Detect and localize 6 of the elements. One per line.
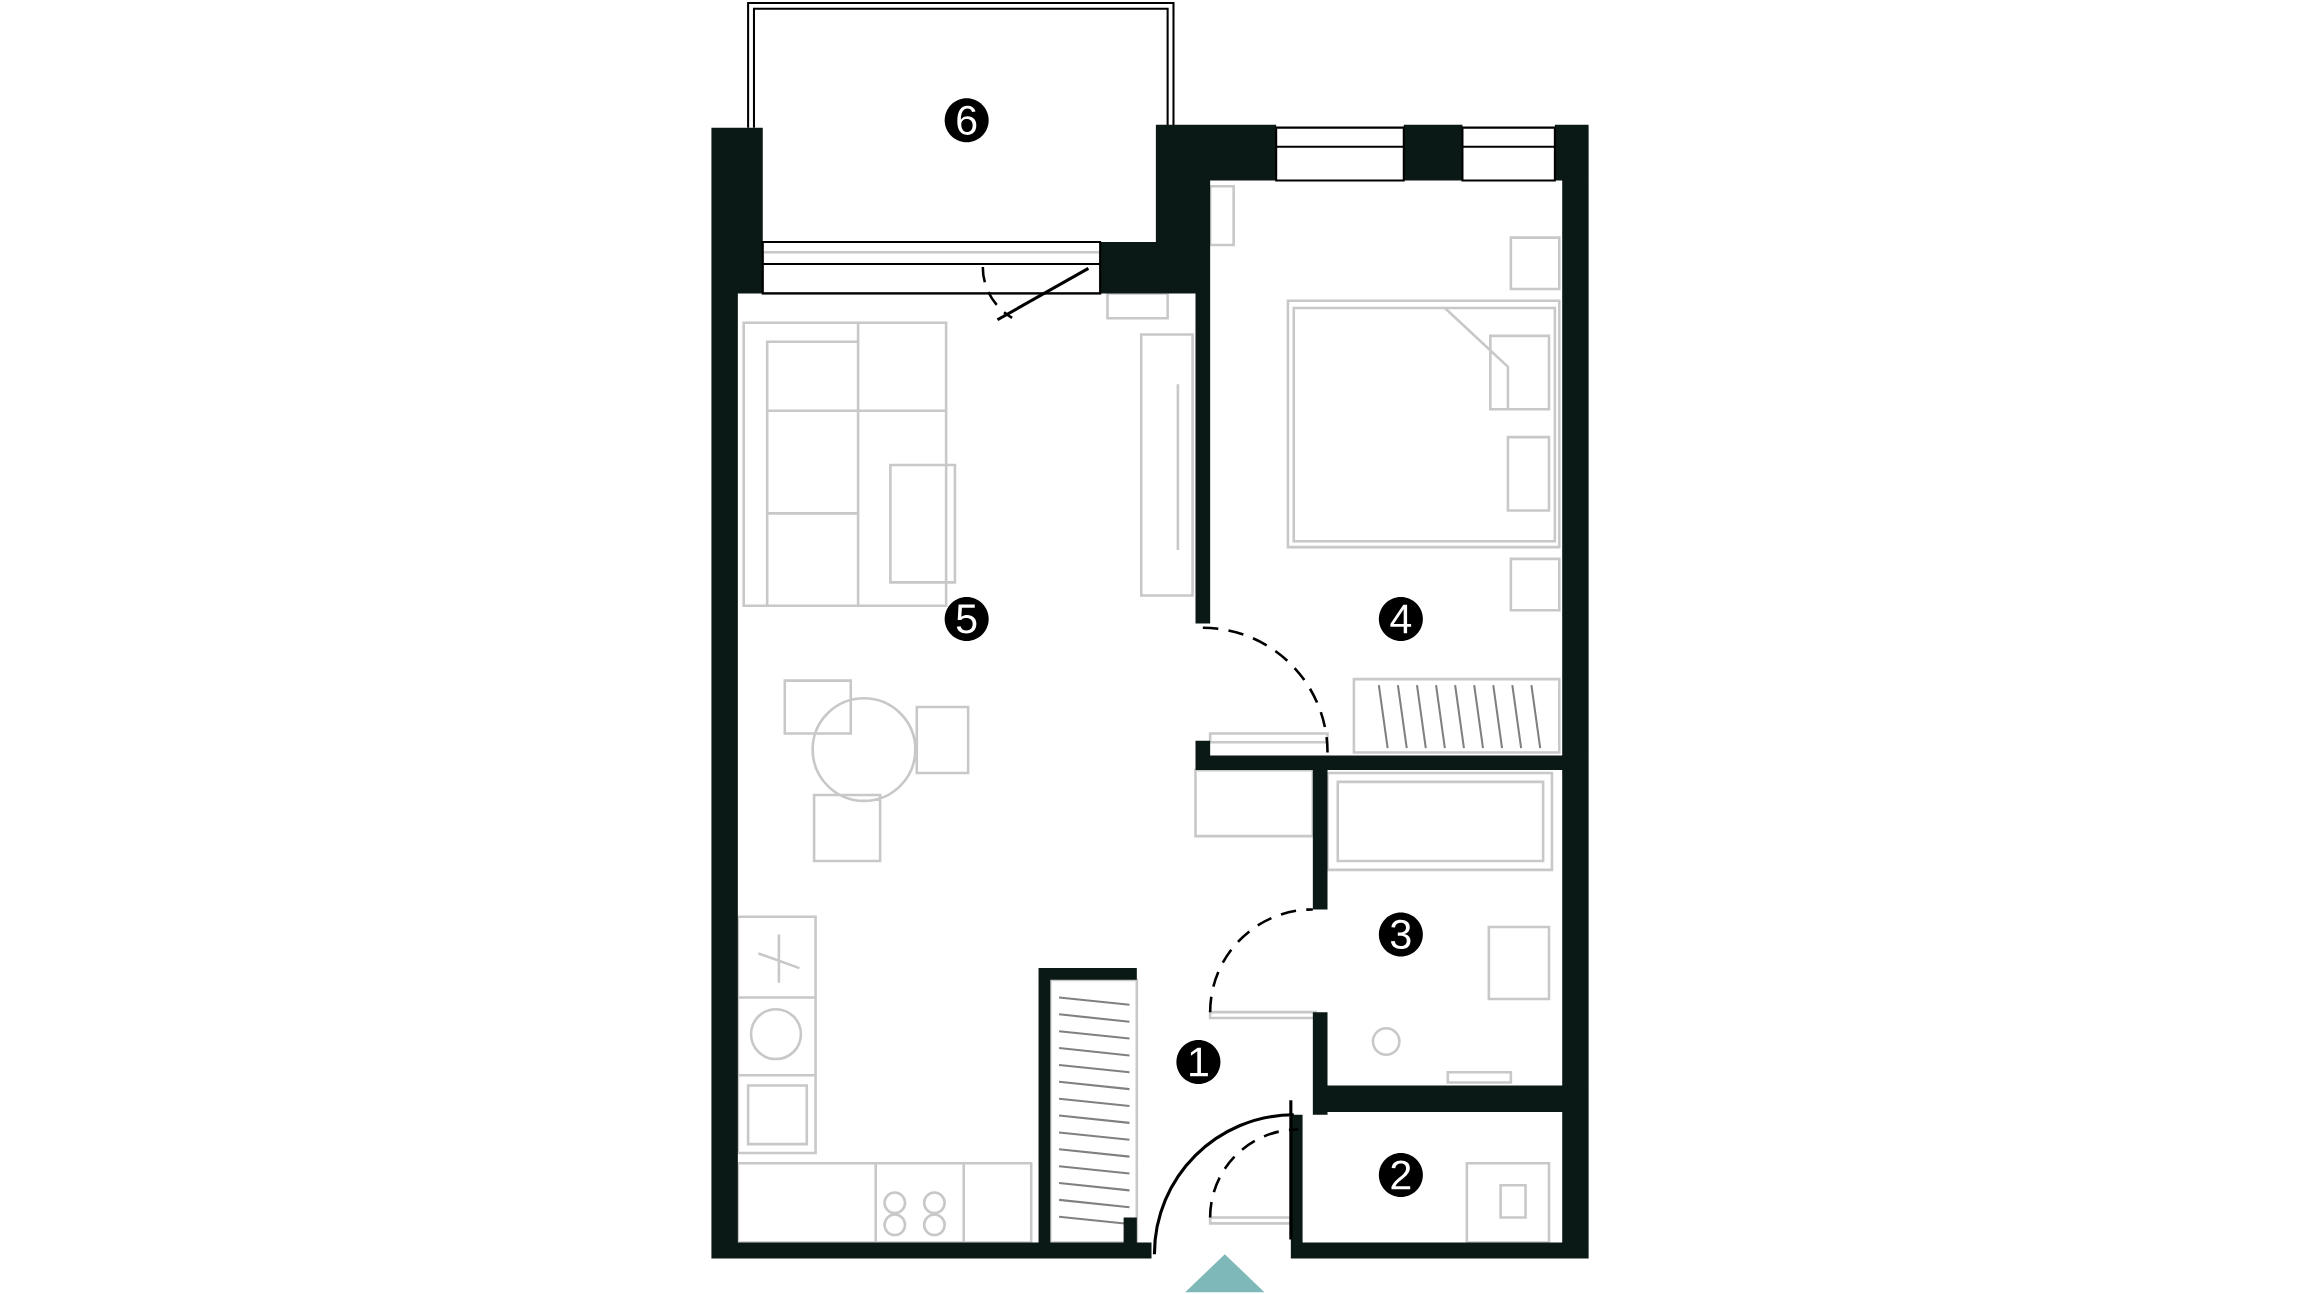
callout-number: 2 xyxy=(1378,1153,1423,1198)
callout-number: 6 xyxy=(944,98,989,143)
callout-number: 5 xyxy=(944,597,989,642)
callout-number: 4 xyxy=(1378,597,1423,642)
callout-number: 1 xyxy=(1176,1040,1221,1085)
callout-number: 3 xyxy=(1378,912,1423,957)
